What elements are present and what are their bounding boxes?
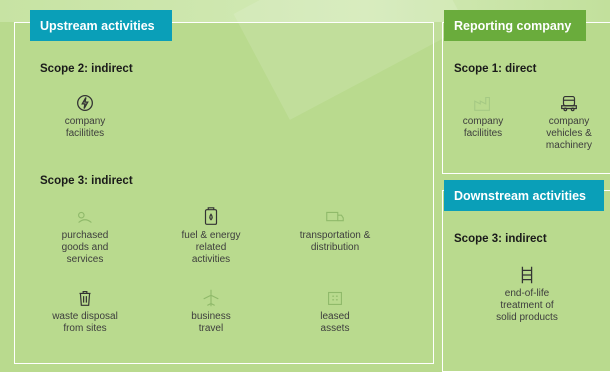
item-company-facilities-scope1: company facilitites <box>428 92 538 140</box>
goods-icon <box>30 206 140 228</box>
item-end-of-life: end-of-life treatment of solid products <box>472 264 582 324</box>
factory-icon <box>428 92 538 114</box>
upstream-header: Upstream activities <box>30 10 172 41</box>
item-transportation: transportation & distribution <box>280 206 390 254</box>
vehicle-icon <box>514 92 610 114</box>
airplane-icon <box>156 287 266 309</box>
item-business-travel: business travel <box>156 287 266 335</box>
downstream-scope3-heading: Scope 3: indirect <box>454 233 547 245</box>
truck-icon <box>280 206 390 228</box>
downstream-header: Downstream activities <box>444 180 604 211</box>
item-company-vehicles: company vehicles & machinery <box>514 92 610 152</box>
building-icon <box>280 287 390 309</box>
fuel-can-icon <box>156 206 266 228</box>
upstream-scope3-heading: Scope 3: indirect <box>40 175 133 187</box>
rack-icon <box>472 264 582 286</box>
reporting-scope1-heading: Scope 1: direct <box>454 63 537 75</box>
upstream-scope2-heading: Scope 2: indirect <box>40 63 133 75</box>
item-leased-assets: leased assets <box>280 287 390 335</box>
item-fuel-energy: fuel & energy related activities <box>156 206 266 266</box>
energy-icon <box>30 92 140 114</box>
item-waste-disposal: waste disposal from sites <box>30 287 140 335</box>
item-company-facilities-scope2: company facilitites <box>30 92 140 140</box>
trash-icon <box>30 287 140 309</box>
reporting-header: Reporting company <box>444 10 586 41</box>
item-purchased-goods: purchased goods and services <box>30 206 140 266</box>
